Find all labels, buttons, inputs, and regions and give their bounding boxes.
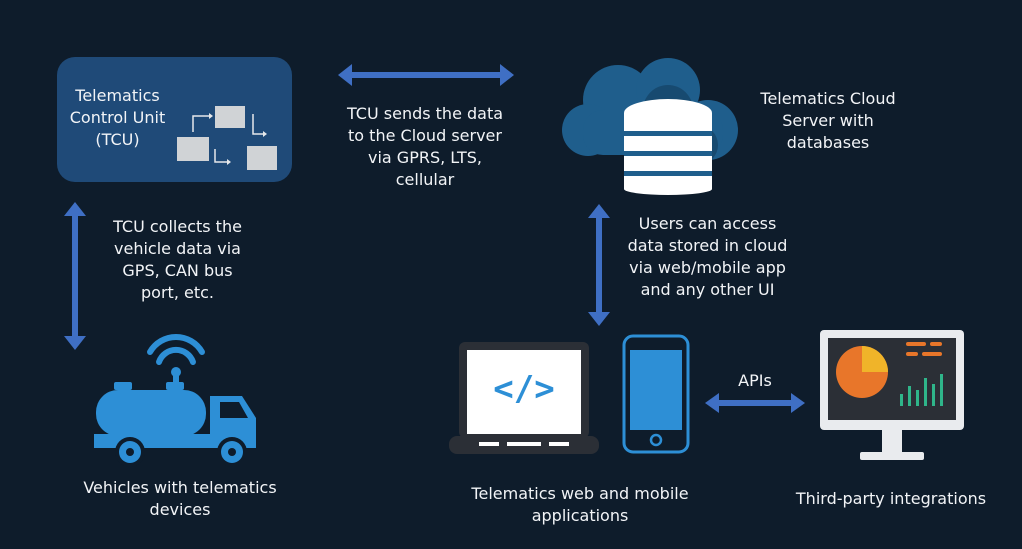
vehicles-label: Vehicles with telematics devices [60, 477, 300, 521]
vehicles-label-line2: devices [149, 500, 211, 519]
edge-cloud-apps-line3: via web/mobile app [629, 258, 786, 277]
cloud-label: Telematics Cloud Server with databases [748, 88, 908, 154]
edge-tcu-vehicle-line1: TCU collects the [113, 217, 242, 236]
bar-chart-icon [900, 374, 943, 406]
arrow-cloud-apps [588, 204, 610, 326]
mobile-phone-icon [622, 334, 690, 454]
vehicles-label-line1: Vehicles with telematics [83, 478, 277, 497]
edge-tcu-cloud-line2: to the Cloud server [348, 126, 502, 145]
tcu-label-line3: (TCU) [95, 130, 140, 149]
cloud-label-line1: Telematics Cloud [760, 89, 896, 108]
tcu-label-line2: Control Unit [69, 108, 166, 127]
arrow-tcu-cloud [338, 64, 514, 86]
tcu-label: Telematics Control Unit (TCU) [60, 85, 175, 151]
edge-tcu-cloud-line4: cellular [395, 170, 455, 189]
apps-label-line1: Telematics web and mobile [471, 484, 689, 503]
edge-tcu-cloud-line3: via GPRS, LTS, [367, 148, 483, 167]
code-icon: </> [493, 369, 555, 409]
edge-tcu-cloud-line1: TCU sends the data [346, 104, 504, 123]
flow-chart-icon [177, 106, 277, 170]
cloud-label-line2: Server with [782, 111, 874, 130]
arrow-apps-thirdparty [705, 393, 805, 413]
dashboard-monitor-icon [820, 330, 964, 460]
edge-tcu-vehicle-line4: port, etc. [141, 283, 214, 302]
laptop-icon [449, 342, 599, 454]
arrow-tcu-vehicle [64, 202, 86, 350]
apps-label-line2: applications [531, 506, 629, 525]
edge-label-tcu-cloud: TCU sends the data to the Cloud server v… [330, 103, 520, 191]
wifi-icon [147, 333, 205, 365]
tcu-label-line1: Telematics [75, 86, 160, 105]
cloud-database-icon [562, 58, 738, 195]
thirdparty-label: Third-party integrations [795, 489, 987, 508]
apps-label: Telematics web and mobile applications [445, 483, 715, 527]
apis-label: APIs [738, 371, 772, 390]
edge-cloud-apps-line2: data stored in cloud [627, 236, 788, 255]
edge-cloud-apps-line4: and any other UI [640, 280, 775, 299]
truck-icon [94, 333, 256, 467]
edge-tcu-vehicle-line2: vehicle data via [114, 239, 241, 258]
edge-cloud-apps-line1: Users can access [638, 214, 777, 233]
edge-label-cloud-apps: Users can access data stored in cloud vi… [620, 213, 795, 301]
edge-tcu-vehicle-line3: GPS, CAN bus [122, 261, 233, 280]
edge-label-tcu-vehicle: TCU collects the vehicle data via GPS, C… [100, 216, 255, 304]
cloud-label-line3: databases [786, 133, 870, 152]
